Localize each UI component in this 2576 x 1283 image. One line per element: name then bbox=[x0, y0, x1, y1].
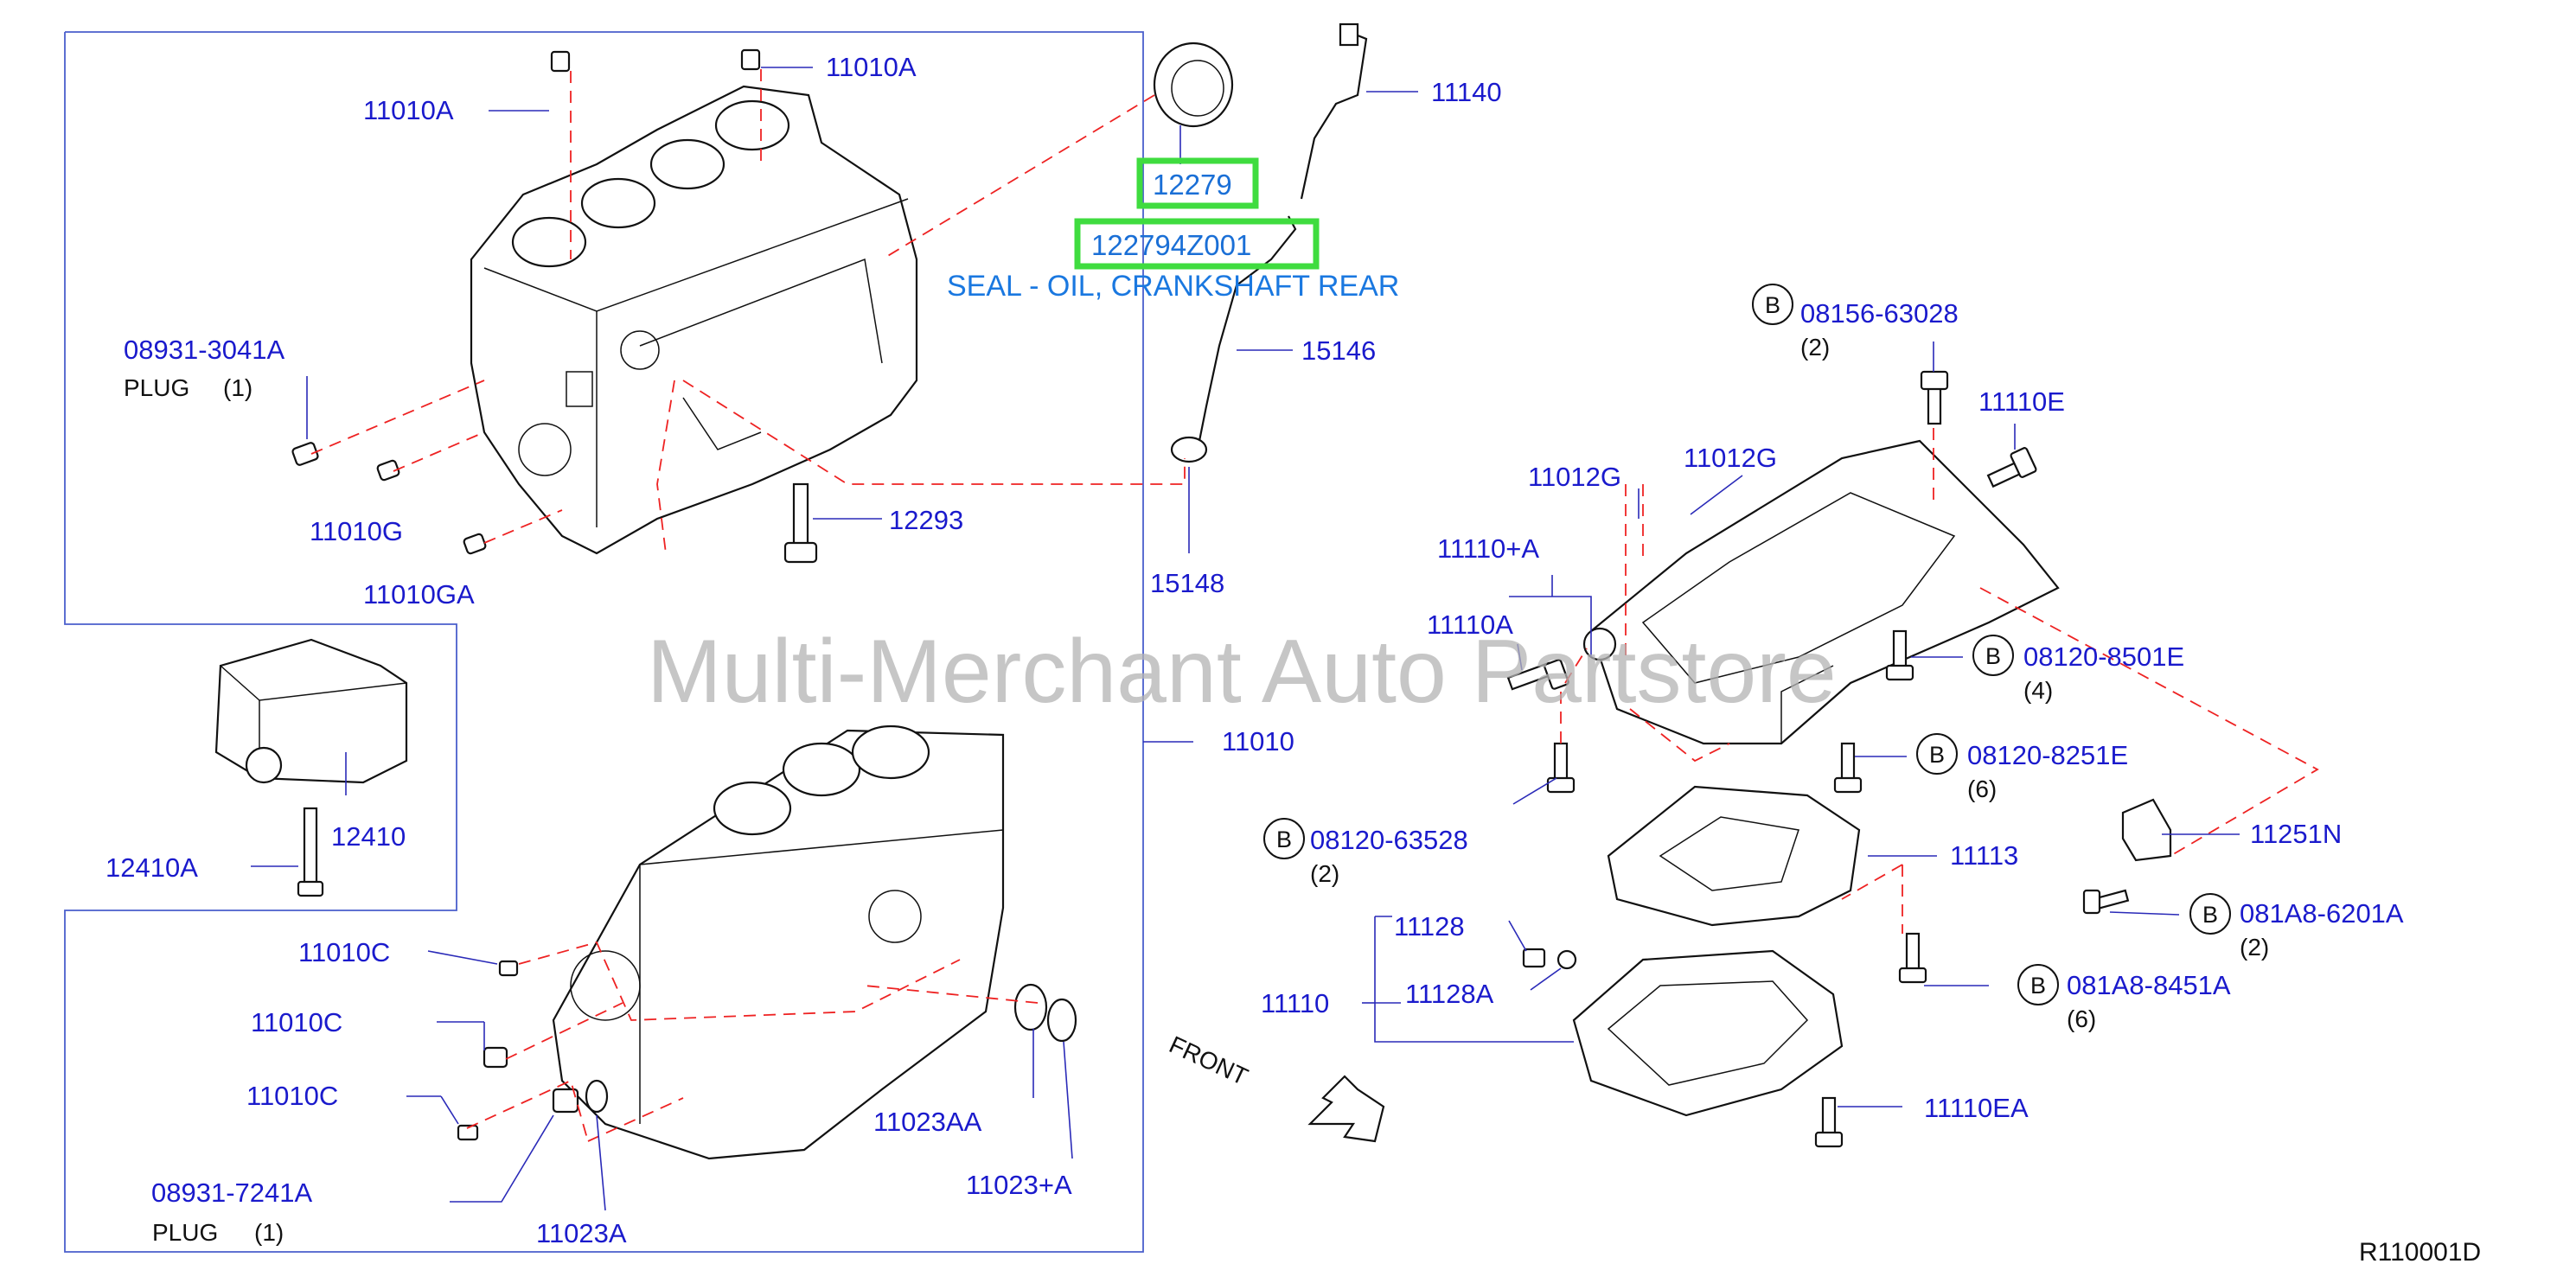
circle-b-icon: B bbox=[1752, 284, 1793, 325]
callout-11023plusA[interactable]: 11023+A bbox=[966, 1170, 1072, 1200]
qty-08120-8251E: (6) bbox=[1967, 776, 1997, 802]
callout-11140[interactable]: 11140 bbox=[1431, 77, 1502, 107]
bolts-right-drawing bbox=[1506, 370, 2130, 1148]
callout-12410[interactable]: 12410 bbox=[331, 821, 406, 852]
circle-b-markers: B B B B B B bbox=[1263, 284, 2231, 1005]
callout-11110E[interactable]: 11110E bbox=[1978, 386, 2065, 417]
callout-11010G[interactable]: 11010G bbox=[310, 516, 403, 546]
callout-11251N[interactable]: 11251N bbox=[2250, 819, 2342, 849]
leader-lines bbox=[251, 67, 2240, 1211]
callout-12293[interactable]: 12293 bbox=[889, 505, 963, 535]
svg-text:B: B bbox=[2030, 973, 2046, 999]
callout-11010C-1[interactable]: 11010C bbox=[298, 937, 390, 967]
circle-b-icon: B bbox=[2189, 893, 2231, 935]
callout-081A8-8451A[interactable]: 081A8-8451A bbox=[2067, 970, 2231, 1000]
callout-15146[interactable]: 15146 bbox=[1301, 335, 1376, 366]
callout-12410A[interactable]: 12410A bbox=[105, 852, 198, 883]
circle-b-icon: B bbox=[1972, 635, 2014, 676]
callout-08120-8501E[interactable]: 08120-8501E bbox=[2023, 642, 2184, 672]
highlight-group: 12279 122794Z001 SEAL - OIL, CRANKSHAFT … bbox=[947, 157, 1399, 303]
highlight-description: SEAL - OIL, CRANKSHAFT REAR bbox=[947, 270, 1399, 303]
dashed-reference-lines bbox=[310, 69, 2319, 1142]
callout-11110[interactable]: 11110 bbox=[1261, 988, 1329, 1018]
callout-11010[interactable]: 11010 bbox=[1222, 726, 1294, 756]
plug-qty-1: (1) bbox=[223, 374, 252, 401]
qty-081A8-6201A: (2) bbox=[2240, 934, 2269, 961]
highlight-box-122794Z001[interactable] bbox=[1074, 218, 1320, 270]
qty-081A8-8451A: (6) bbox=[2067, 1005, 2096, 1032]
callout-11012G-2[interactable]: 11012G bbox=[1684, 443, 1777, 473]
drain-plug-drawing bbox=[1522, 948, 1577, 970]
circle-b-icon: B bbox=[1916, 733, 1958, 775]
callout-11010C-2[interactable]: 11010C bbox=[251, 1007, 342, 1037]
callout-11010C-3[interactable]: 11010C bbox=[246, 1081, 338, 1111]
callout-11113[interactable]: 11113 bbox=[1950, 840, 2018, 871]
callout-08156-63028[interactable]: 08156-63028 bbox=[1800, 298, 1959, 329]
callout-11110plusA[interactable]: 11110+A bbox=[1437, 533, 1539, 564]
svg-text:B: B bbox=[1929, 742, 1945, 768]
callout-11128A[interactable]: 11128A bbox=[1405, 979, 1494, 1009]
callout-08120-63528[interactable]: 08120-63528 bbox=[1310, 825, 1468, 855]
cylinder-block-upper-drawing bbox=[470, 85, 918, 555]
plug-qty-2: (1) bbox=[254, 1219, 284, 1246]
callout-11012G-1[interactable]: 11012G bbox=[1528, 462, 1621, 492]
highlight-part-12279[interactable]: 12279 bbox=[1153, 169, 1232, 201]
svg-text:B: B bbox=[1985, 643, 2001, 669]
circle-b-icon: B bbox=[1263, 818, 1305, 859]
callout-11023A[interactable]: 11023A bbox=[536, 1218, 627, 1248]
qty-08120-63528: (2) bbox=[1310, 860, 1339, 887]
callout-08931-7241A[interactable]: 08931-7241A bbox=[151, 1178, 312, 1208]
rear-oil-seal-drawing bbox=[1153, 41, 1234, 128]
highlight-box-12279[interactable] bbox=[1136, 157, 1259, 209]
callout-15148[interactable]: 15148 bbox=[1150, 568, 1224, 598]
svg-text:B: B bbox=[2202, 902, 2218, 928]
qty-08156-63028: (2) bbox=[1800, 334, 1830, 361]
callout-08120-8251E[interactable]: 08120-8251E bbox=[1967, 740, 2128, 770]
highlight-part-122794Z001[interactable]: 122794Z001 bbox=[1091, 229, 1251, 261]
plug-label-2: PLUG bbox=[152, 1219, 218, 1246]
plugs-drawing bbox=[291, 48, 1077, 1141]
qty-08120-8501E: (4) bbox=[2023, 677, 2053, 704]
bracket-11251N-drawing bbox=[2121, 798, 2172, 862]
watermark: Multi-Merchant Auto Partstore bbox=[647, 622, 1837, 722]
callout-labels: 11010A 11010A 08931-3041A PLUG (1) 11010… bbox=[105, 52, 2404, 1248]
callout-11110A[interactable]: 11110A bbox=[1427, 610, 1513, 640]
bolt-12293-drawing bbox=[783, 482, 818, 564]
svg-text:B: B bbox=[1765, 292, 1780, 318]
callout-081A8-6201A[interactable]: 081A8-6201A bbox=[2240, 898, 2404, 929]
dipstick-drawing bbox=[1170, 22, 1368, 463]
callout-11110EA[interactable]: 11110EA bbox=[1924, 1093, 2029, 1123]
front-arrow-icon bbox=[1307, 1075, 1385, 1143]
callout-11023AA[interactable]: 11023AA bbox=[873, 1107, 982, 1137]
callout-08931-3041A[interactable]: 08931-3041A bbox=[124, 335, 284, 365]
callout-11128[interactable]: 11128 bbox=[1394, 911, 1465, 942]
callout-11010A-top[interactable]: 11010A bbox=[826, 52, 917, 82]
callout-11010A-left[interactable]: 11010A bbox=[363, 95, 454, 125]
diagram-reference: R110001D bbox=[2359, 1238, 2481, 1267]
callout-11010GA[interactable]: 11010GA bbox=[363, 579, 475, 610]
upper-oil-pan-drawing bbox=[1582, 439, 2060, 745]
cylinder-block-lower-drawing bbox=[552, 724, 1005, 1160]
plug-label-1: PLUG bbox=[124, 374, 189, 401]
lower-oil-pan-drawing bbox=[1572, 949, 1844, 1117]
svg-text:B: B bbox=[1276, 827, 1292, 852]
circle-b-icon: B bbox=[2017, 964, 2059, 1005]
baffle-plate-drawing bbox=[1607, 785, 1861, 927]
cylinder-block-frames bbox=[64, 31, 1144, 1253]
oil-pump-drawing bbox=[214, 638, 408, 897]
front-label: FRONT bbox=[1165, 1031, 1252, 1090]
